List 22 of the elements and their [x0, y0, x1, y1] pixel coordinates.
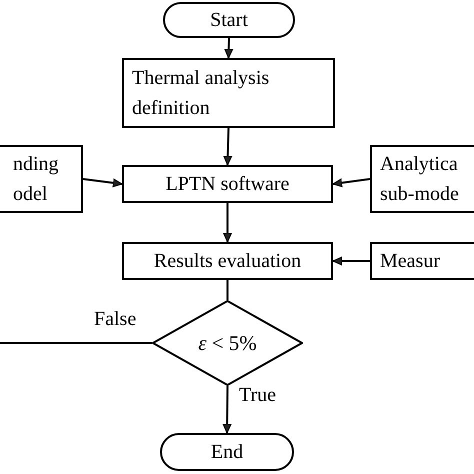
arrow — [223, 203, 232, 242]
arrow — [332, 178, 370, 188]
node-text: LPTN software — [166, 173, 290, 195]
node-text: Analytica sub-mode — [380, 153, 459, 205]
node-text: ε < 5% — [198, 330, 257, 356]
arrow — [82, 178, 122, 188]
node-text: Thermal analysis definition — [132, 67, 270, 119]
terminal-pill — [163, 2, 295, 38]
arrow — [224, 38, 234, 58]
arrow — [222, 386, 232, 434]
node-text: Measur — [380, 250, 440, 272]
node-text: nding odel — [13, 153, 59, 205]
process-box — [122, 165, 333, 203]
process-box — [122, 58, 335, 128]
process-box — [122, 242, 333, 280]
arrow — [223, 128, 232, 166]
arrow — [332, 256, 370, 266]
node-text: End — [210, 441, 244, 463]
node-text: Start — [210, 9, 248, 31]
node-text: Results evaluation — [154, 250, 302, 272]
decision-diamond — [152, 300, 303, 386]
terminal-pill — [160, 433, 294, 471]
